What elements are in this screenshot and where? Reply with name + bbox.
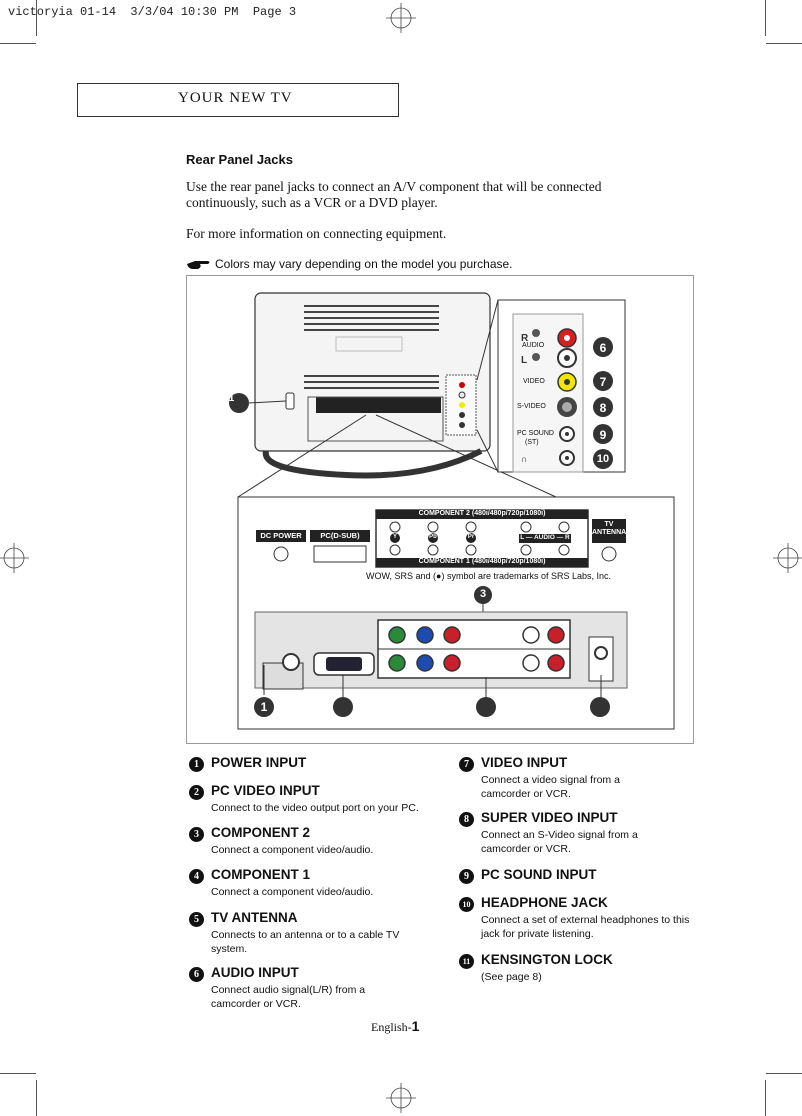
item-description: (See page 8) [481,971,542,983]
rear-jack-panel-zoom [237,496,675,730]
side-label-svideo: S-VIDEO [517,403,546,410]
side-panel-zoom [497,299,626,473]
side-label-video: VIDEO [523,378,545,385]
item-number: 7 [459,757,474,772]
side-callout-7: 7 [599,375,607,389]
item-description: Connect a component video/audio. [211,844,374,856]
crop-mark [765,0,766,36]
page-number: 1 [411,1018,420,1034]
more-info-paragraph: For more information on connecting equip… [186,226,447,241]
rear-panel-diagram [229,292,675,730]
crop-mark [36,0,37,36]
label-component-2: COMPONENT 2 (480i/480p/720p/1080i) [418,510,546,517]
item-title: COMPONENT 2 [211,825,311,840]
side-label-l: L [521,355,528,366]
note-text: Colors may vary depending on the model y… [215,257,513,271]
label-pb: Pb [429,534,437,540]
item-number: 9 [459,869,474,884]
label-tv-antenna: TV ANTENNA [592,521,627,536]
item-number: 2 [189,785,204,800]
page-footer: English-1 [371,1018,419,1035]
item-number: 8 [459,812,474,827]
label-y: Y [392,534,397,540]
item-description: Connect a video signal from a camcorder … [481,774,620,800]
item-description: Connects to an antenna or to a cable TV … [211,929,400,955]
item-number: 10 [459,897,474,912]
print-header: victoryia 01-14 3/3/04 10:30 PM Page 3 [8,5,297,19]
side-callout-6: 6 [599,341,607,355]
side-callout-9: 9 [599,428,607,442]
item-description: Connect an S-Video signal from a camcord… [481,829,638,855]
crop-mark [766,1073,802,1074]
item-title: HEADPHONE JACK [481,895,608,910]
item-description: Connect a component video/audio. [211,886,374,898]
side-callout-8: 8 [599,401,607,415]
crop-mark [766,43,802,44]
section-title: YOUR NEW TV [178,90,293,106]
item-title: PC SOUND INPUT [481,867,597,882]
trademark-note: WOW, SRS and (●) symbol are trademarks o… [366,571,612,581]
crop-mark [36,1080,37,1116]
label-audio-lr: L — AUDIO — R [520,534,570,541]
item-title: PC VIDEO INPUT [211,783,320,798]
rear-panel-figure [186,275,694,744]
side-callout-10: 10 [596,453,610,465]
item-description: Connect to the video output port on your… [211,802,419,814]
item-title: VIDEO INPUT [481,755,568,770]
label-dc-power: DC POWER [260,531,302,540]
footer-prefix: English- [371,1020,412,1034]
callout-1-number: 1 [260,700,268,714]
side-label-st: (ST) [525,439,539,446]
pointing-hand-icon [187,261,210,269]
item-title: TV ANTENNA [211,910,298,925]
item-title: POWER INPUT [211,755,307,770]
crop-mark [765,1080,766,1116]
crop-mark [0,1073,36,1074]
side-label-r: R [521,333,529,344]
item-title: SUPER VIDEO INPUT [481,810,618,825]
side-label-audio: AUDIO [522,342,545,349]
intro-paragraph: Use the rear panel jacks to connect an A… [186,179,602,210]
item-number: 1 [189,757,204,772]
item-number: 11 [459,954,474,969]
item-title: COMPONENT 1 [211,867,311,882]
section-title-box: YOUR NEW TV [77,83,399,117]
headphone-icon: ∩ [521,454,528,464]
page-heading: Rear Panel Jacks [186,152,293,167]
item-number: 6 [189,967,204,982]
item-title: KENSINGTON LOCK [481,952,613,967]
item-description: Connect audio signal(L/R) from a camcord… [211,984,366,1010]
label-component-1: COMPONENT 1 (480i/480p/720p/1080i) [418,558,546,565]
side-label-pc-sound: PC SOUND [517,430,554,437]
crop-mark [0,43,36,44]
item-number: 3 [189,827,204,842]
tv-back-illustration [254,292,491,479]
label-pc-dsub: PC(D-SUB) [320,531,360,540]
item-description: Connect a set of external headphones to … [481,914,690,940]
label-pr: Pr [467,534,475,540]
item-number: 4 [189,869,204,884]
callout-11-number: 11 [223,393,235,404]
item-title: AUDIO INPUT [211,965,299,980]
item-number: 5 [189,912,204,927]
callout-3-number: 3 [479,588,487,600]
